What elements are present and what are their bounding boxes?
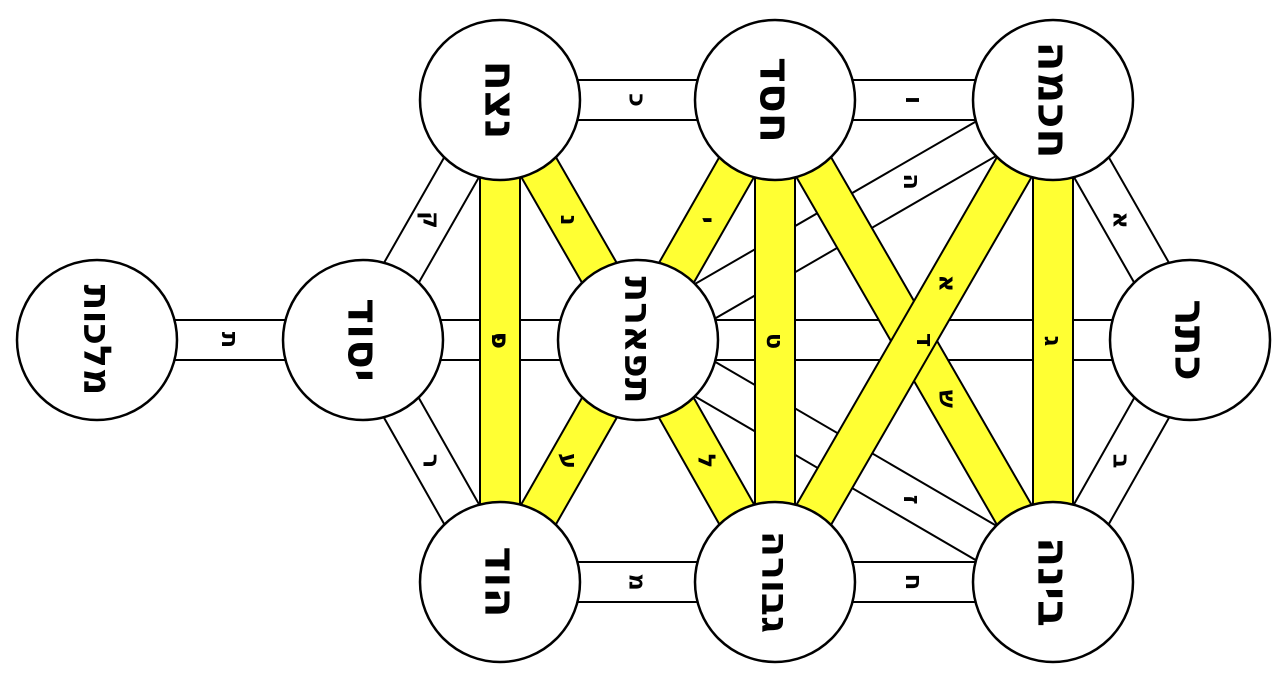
- sefirah-node-yesod: יסוד: [281, 258, 445, 422]
- sefirah-circle-binah: [971, 500, 1135, 664]
- sefirah-node-binah: בינה: [971, 500, 1135, 664]
- sefirah-circle-hod: [418, 500, 582, 664]
- sefirah-node-chokhmah: חכמה: [971, 18, 1135, 182]
- path-letter-chesed-tiferet: י: [693, 216, 721, 223]
- sefirah-label-chokhmah: חכמה: [1028, 41, 1079, 158]
- sefirah-circle-chesed: [693, 18, 857, 182]
- sefirah-node-gevurah: גבורה: [693, 500, 857, 664]
- sefirah-circle-gevurah: [693, 500, 857, 664]
- sefirah-label-netzach: נצח: [475, 61, 526, 140]
- sefirah-circle-chokhmah: [971, 18, 1135, 182]
- path-letter-netzach-tiferet: נ: [555, 215, 583, 226]
- path-letter-gevurah-chokhmah: א: [933, 274, 961, 291]
- sefirah-node-netzach: נצח: [418, 18, 582, 182]
- path-letter-gevurah-chesed: ט: [761, 333, 789, 349]
- sefirah-node-keter: כתר: [1108, 258, 1272, 422]
- sefirah-node-malkhut: מלכות: [15, 258, 179, 422]
- path-letter-yesod-netzach: ק: [418, 211, 446, 229]
- path-letter-hod-tiferet: ע: [555, 453, 583, 469]
- sefirah-node-hod: הוד: [418, 500, 582, 664]
- sefirah-label-tiferet: תפארת: [616, 276, 660, 403]
- path-letter-netzach-chesed: כ: [624, 93, 652, 107]
- path-letter-yesod-hod: ר: [418, 454, 446, 468]
- path-letter-chokhmah-keter: א: [1108, 211, 1136, 228]
- path-letter-tiferet-keter: ד: [911, 333, 939, 347]
- path-letters-layer: ת ר ק ספ ע נ מ כ ל י ט ח ו ז ה ד ג ש א ב א: [216, 93, 1136, 590]
- sefirah-node-tiferet: תפארת: [556, 258, 720, 422]
- sefirah-label-yesod: יסוד: [338, 298, 389, 382]
- path-letter-binah-chokhmah: ג: [1039, 336, 1067, 347]
- path-letter-binah-keter: ב: [1108, 454, 1136, 469]
- path-letter-gevurah-tiferet: ל: [693, 454, 721, 469]
- sefirah-label-gevurah: גבורה: [753, 531, 797, 633]
- sefirah-label-hod: הוד: [475, 546, 526, 617]
- path-letter-gevurah-binah: ח: [900, 574, 928, 591]
- path-letter-tiferet-chokhmah: ה: [898, 173, 926, 190]
- path-letter-hod-netzach: פ: [486, 333, 514, 349]
- sefirah-circle-netzach: [418, 18, 582, 182]
- sefirah-circle-yesod: [281, 258, 445, 422]
- sefirah-label-chesed: חסד: [750, 57, 801, 143]
- path-letter-yesod-tiferet: ס: [487, 332, 515, 348]
- sefirah-label-binah: בינה: [1028, 537, 1079, 627]
- path-letter-chesed-chokhmah: ו: [900, 96, 928, 104]
- sefirah-circle-malkhut: [15, 258, 179, 422]
- path-letter-hod-gevurah: מ: [624, 573, 652, 590]
- sefirah-circle-tiferet: [556, 258, 720, 422]
- sefirah-label-keter: כתר: [1165, 299, 1216, 380]
- sefirah-circle-keter: [1108, 258, 1272, 422]
- sefirah-node-chesed: חסד: [693, 18, 857, 182]
- path-letter-malkhut-yesod: ת: [216, 332, 244, 348]
- path-letter-chesed-binah: ש: [933, 390, 961, 408]
- path-letter-tiferet-binah: ז: [898, 495, 926, 505]
- sefirah-label-malkhut: מלכות: [75, 284, 119, 395]
